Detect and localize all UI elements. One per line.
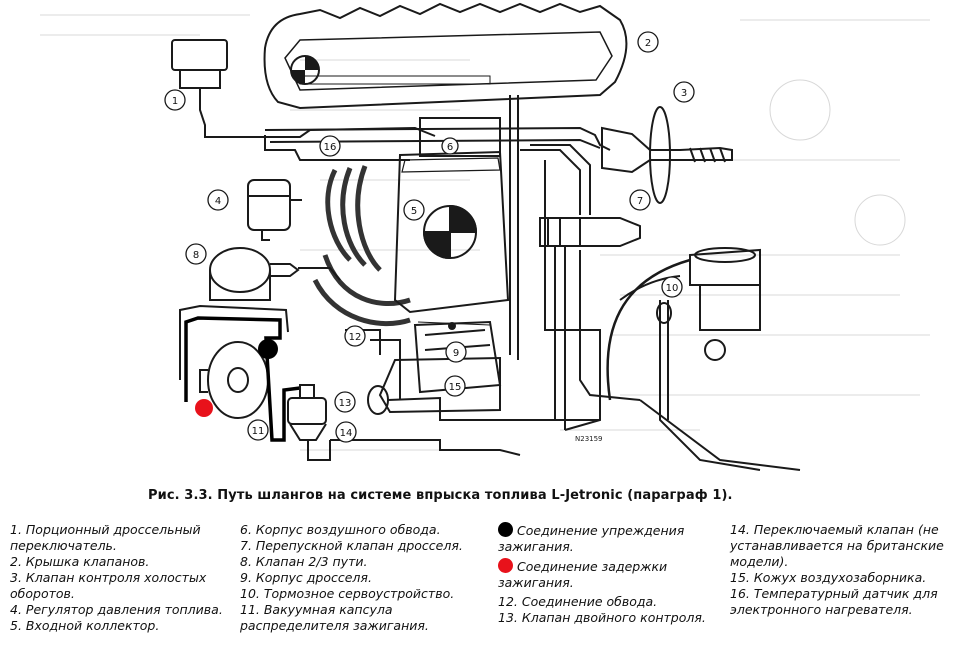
legend-item: 8. Клапан 2/3 пути.	[240, 554, 368, 569]
callout-15: 15	[449, 382, 462, 393]
callout-16: 16	[324, 142, 337, 153]
black-dot-icon	[498, 522, 513, 537]
callout-11: 11	[252, 426, 265, 437]
legend-item: 2. Крышка клапанов.	[10, 554, 150, 569]
red-dot-icon	[498, 558, 513, 573]
figure-caption: Рис. 3.3. Путь шлангов на системе впрыск…	[148, 488, 733, 503]
legend-item: 15. Кожух воздухозаборника.	[730, 570, 927, 585]
retard-connection-dot	[195, 399, 213, 417]
legend-item-retard: Соединение задержки зажигания.	[498, 558, 728, 591]
callout-10: 10	[666, 283, 679, 294]
drawing-code: N23159	[575, 435, 603, 443]
callout-6: 6	[447, 142, 453, 153]
legend-advance-text: Соединение упреждения зажигания.	[498, 523, 685, 554]
legend-item-advance: Соединение упреждения зажигания.	[498, 522, 728, 555]
callout-12: 12	[349, 332, 362, 343]
legend-item: 6. Корпус воздушного обвода.	[240, 522, 441, 537]
legend-column-1: 1. Порционный дроссельный переключатель.…	[10, 522, 245, 634]
advance-connection-dot	[258, 339, 278, 359]
legend-item: 16. Температурный датчик для электронног…	[730, 586, 938, 617]
callout-9: 9	[453, 348, 459, 359]
callout-8: 8	[193, 250, 199, 261]
callout-2: 2	[645, 38, 651, 49]
legend-item: 5. Входной коллектор.	[10, 618, 160, 633]
legend-item: 3. Клапан контроля холостых оборотов.	[10, 570, 207, 601]
legend-column-2: 6. Корпус воздушного обвода. 7. Перепуск…	[240, 522, 490, 634]
legend-item: 7. Перепускной клапан дросселя.	[240, 538, 463, 553]
legend-item: 14. Переключаемый клапан (не устанавлива…	[730, 522, 944, 569]
engine-hose-diagram: 1 2 3 4 5 6 7 8 9 10 11 12 13 14 15 16 N…	[40, 2, 930, 471]
legend-item: 13. Клапан двойного контроля.	[498, 610, 706, 625]
legend-column-4: 14. Переключаемый клапан (не устанавлива…	[730, 522, 960, 618]
legend-item: 12. Соединение обвода.	[498, 594, 658, 609]
legend-item: 9. Корпус дросселя.	[240, 570, 372, 585]
callout-1: 1	[172, 96, 178, 107]
legend-item: 1. Порционный дроссельный переключатель.	[10, 522, 201, 553]
legend-column-3: Соединение упреждения зажигания. Соедине…	[498, 522, 728, 626]
legend-item: 11. Вакуумная капсула распределителя заж…	[240, 602, 429, 633]
callout-5: 5	[411, 206, 417, 217]
legend-item: 4. Регулятор давления топлива.	[10, 602, 223, 617]
callout-4: 4	[215, 196, 221, 207]
legend-item: 10. Тормозное сервоустройство.	[240, 586, 455, 601]
callout-3: 3	[681, 88, 687, 99]
callout-7: 7	[637, 196, 643, 207]
callout-14: 14	[340, 428, 353, 439]
callout-13: 13	[339, 398, 352, 409]
legend-retard-text: Соединение задержки зажигания.	[498, 559, 668, 590]
